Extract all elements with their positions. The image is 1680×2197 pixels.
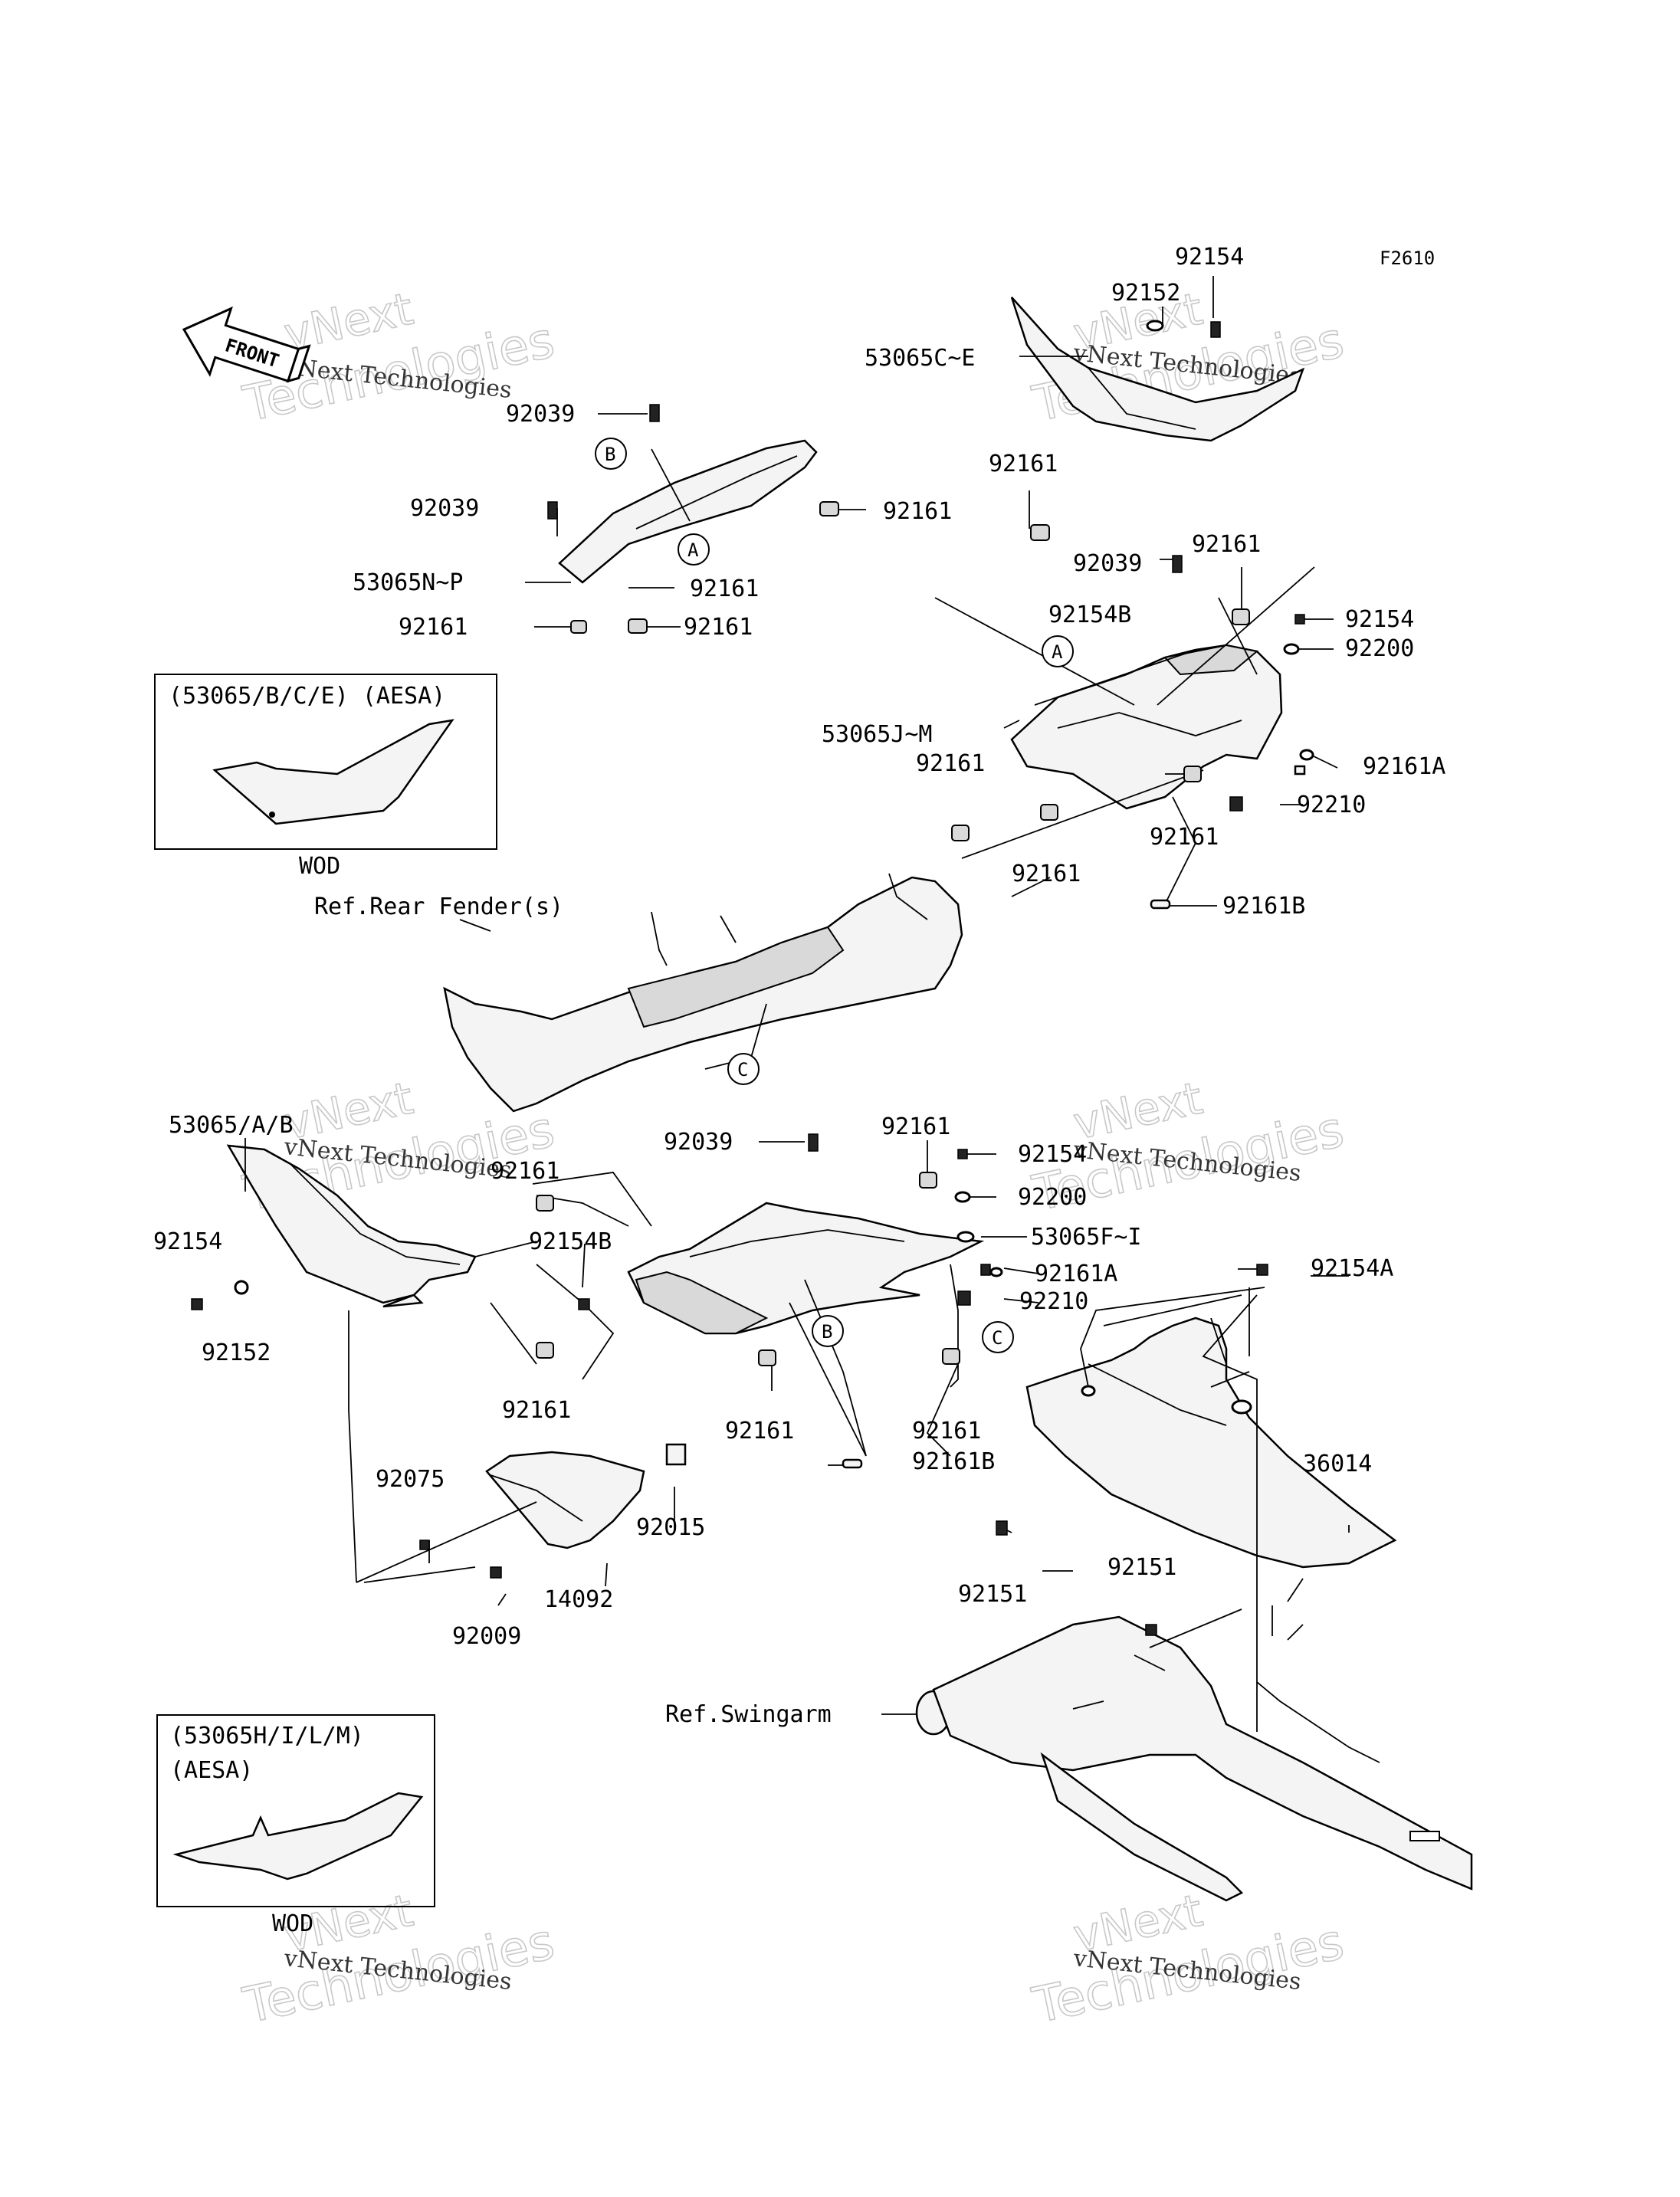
part-label: 92161 (912, 1418, 981, 1444)
part-label: 92154A (1311, 1255, 1393, 1282)
part-label: 92015 (636, 1514, 705, 1541)
part-label: 92161 (989, 451, 1058, 477)
side-cover-53065c-e (1010, 297, 1305, 442)
grommet-icon (536, 501, 1250, 1366)
inset-footer-2: WOD (272, 1910, 313, 1937)
inset-subheading-2: (AESA) (170, 1757, 253, 1784)
part-label: 92161 (491, 1158, 559, 1185)
callout-b-2: B (812, 1315, 844, 1347)
seat-cover-53065j-m (1010, 644, 1283, 810)
part-label: 92161 (690, 575, 759, 602)
watermark-bottom-right: vNext Technologies (1027, 1884, 1349, 2035)
side-cover-inset-shape-1 (212, 719, 454, 825)
upper-cover-53065n-p (558, 439, 818, 584)
part-label: 53065/A/B (169, 1112, 294, 1139)
part-label: 92151 (1107, 1554, 1176, 1581)
part-label: 92161B (1222, 893, 1305, 920)
part-label: 92154 (1345, 606, 1414, 633)
front-arrow-icon: FRONT (182, 306, 311, 383)
part-label: Ref.Swingarm (665, 1701, 832, 1728)
part-label: 92039 (506, 401, 575, 428)
callout-a-2: A (1042, 635, 1074, 667)
part-label: Ref.Rear Fender(s) (314, 894, 563, 920)
part-label: 92154B (1048, 602, 1131, 628)
svg-text:A: A (687, 539, 699, 561)
part-label: 92161 (725, 1418, 794, 1444)
rear-fender (443, 873, 963, 1113)
heat-guard-14092 (485, 1451, 645, 1549)
part-label: 92152 (202, 1340, 271, 1366)
part-label: 92161 (881, 1113, 950, 1140)
callout-c-2: C (982, 1321, 1014, 1353)
inset-box-aesa-2: (53065H/I/L/M) (AESA) WOD (156, 1714, 435, 1937)
side-cover-inset-shape-2 (172, 1792, 424, 1881)
callout-c-1: C (727, 1053, 760, 1085)
part-label: 92161 (1012, 861, 1081, 887)
part-label: 92009 (452, 1623, 521, 1650)
part-label: 53065F~I (1031, 1224, 1142, 1251)
fasteners (191, 320, 1314, 1636)
figure-code: F2610 (1380, 248, 1435, 269)
part-label: 92161 (916, 750, 985, 777)
svg-text:C: C (992, 1327, 1002, 1349)
part-label: 14092 (544, 1586, 613, 1613)
part-label: 92161 (502, 1397, 571, 1424)
part-label: 92039 (410, 495, 479, 522)
part-label: 92161 (883, 498, 952, 525)
svg-text:A: A (1052, 641, 1063, 663)
inset-heading-2: (53065H/I/L/M) (170, 1723, 364, 1749)
part-label: 92152 (1111, 280, 1180, 307)
part-label: 92200 (1018, 1184, 1087, 1211)
svg-text:B: B (605, 444, 615, 465)
side-cover-53065-a-b (226, 1144, 477, 1308)
part-label: 92210 (1019, 1288, 1088, 1315)
svg-text:C: C (737, 1059, 748, 1080)
inset-heading-1: (53065/B/C/E) (AESA) (169, 683, 445, 710)
part-label: 92161 (684, 614, 753, 641)
inset-footer-1: WOD (299, 853, 340, 880)
part-label: 92154 (153, 1228, 222, 1255)
part-label: 36014 (1303, 1451, 1372, 1477)
part-label: 92161 (1150, 824, 1219, 851)
seat-cover-53065f-i (627, 1202, 985, 1335)
part-label: 53065N~P (353, 569, 464, 596)
part-label: 92151 (958, 1581, 1027, 1608)
part-label: 92154 (1175, 244, 1244, 271)
callout-b-1: B (595, 438, 627, 470)
part-label: 92161 (399, 614, 468, 641)
part-label: 92161 (1192, 531, 1261, 558)
part-label: 53065C~E (865, 345, 976, 372)
part-labels: 92154 92152 53065C~E 92039 92039 92161 5… (153, 244, 1445, 1728)
screw-icon (191, 321, 1305, 1636)
part-label: 92154 (1018, 1141, 1087, 1168)
part-label: 92161A (1363, 753, 1445, 780)
callout-a-1: A (678, 533, 710, 566)
swingarm (915, 1615, 1473, 1902)
bracket-92015 (665, 1443, 687, 1466)
part-label: 92154B (529, 1228, 612, 1255)
part-label: 92210 (1297, 792, 1366, 818)
part-label: 92200 (1345, 635, 1414, 662)
part-label: 92075 (376, 1466, 445, 1493)
part-label: 53065J~M (822, 721, 933, 748)
washer-icon (234, 320, 1314, 1415)
part-label: 92161A (1035, 1261, 1117, 1287)
watermark-bottom-left: vNext Technologies (238, 1884, 559, 2035)
chain-cover-36014 (1025, 1317, 1397, 1569)
part-label: 92161B (912, 1448, 995, 1475)
part-label: 92039 (664, 1129, 733, 1156)
part-label: 92039 (1073, 550, 1142, 577)
clip-icon (842, 765, 1306, 1469)
inset-box-aesa-1: (53065/B/C/E) (AESA) WOD (154, 674, 497, 880)
svg-text:B: B (822, 1321, 832, 1343)
